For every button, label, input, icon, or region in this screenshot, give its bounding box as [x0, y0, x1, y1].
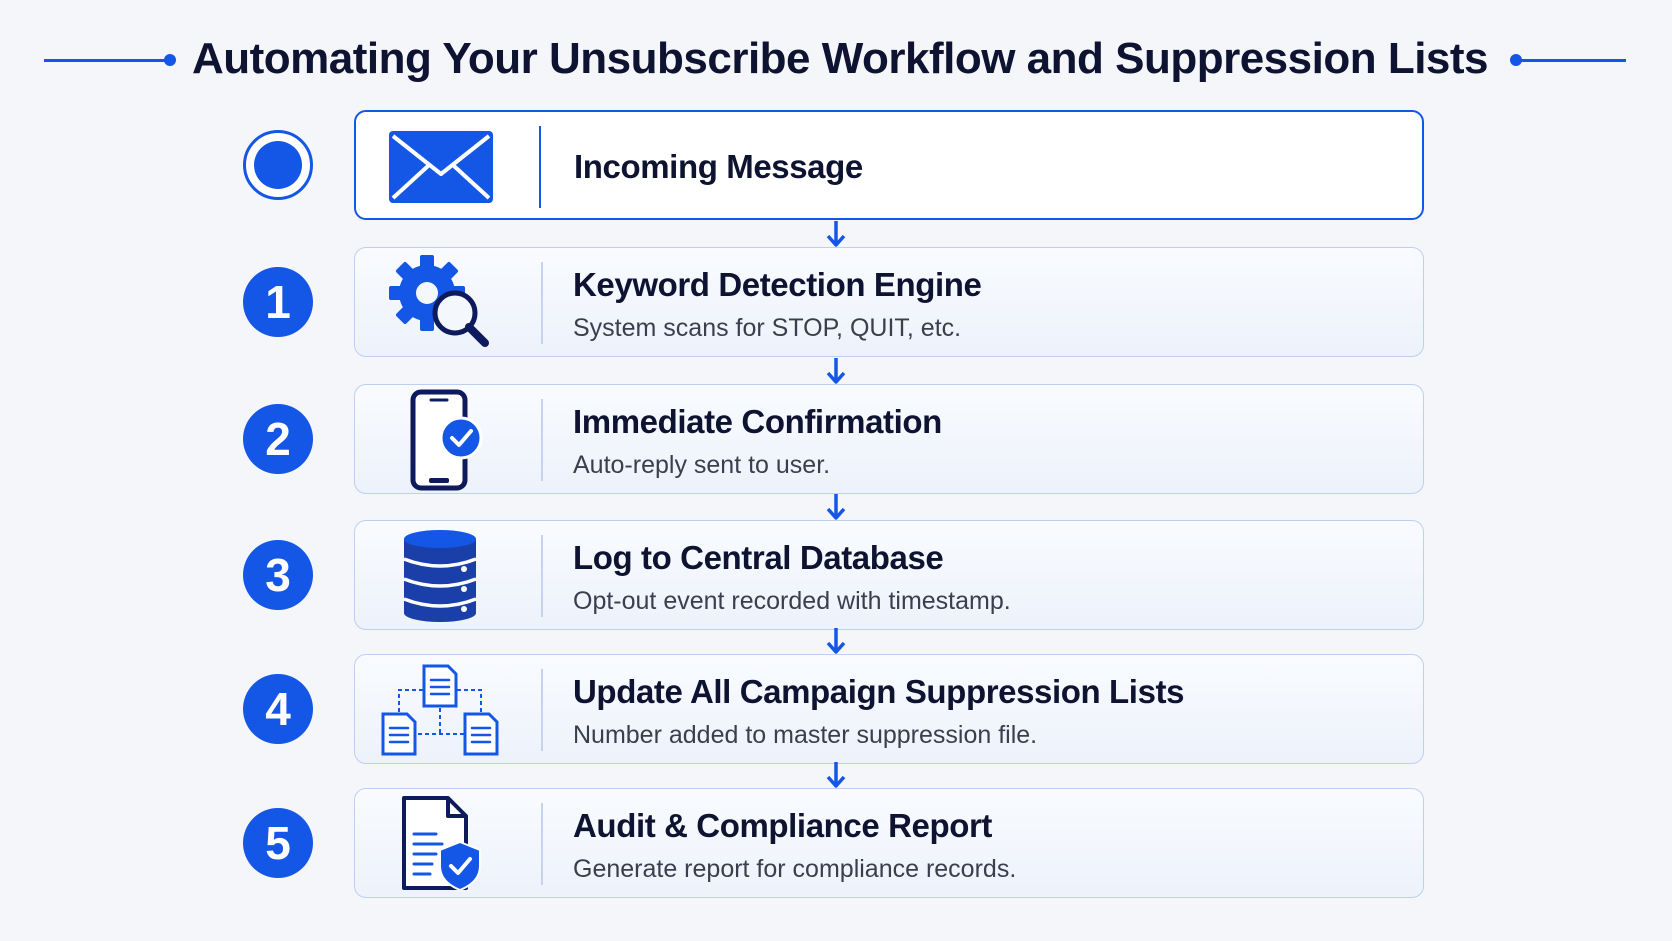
down-arrow-icon — [826, 762, 846, 788]
flow-step-5: 5 Audit & Compliance Report Generate rep… — [0, 788, 1672, 898]
document-network-icon — [375, 660, 505, 760]
gear-search-icon — [375, 253, 505, 353]
card-description: Auto-reply sent to user. — [573, 451, 831, 479]
step-number-badge: 2 — [243, 404, 313, 474]
flow-step-1: 1 — [0, 247, 1672, 357]
card-title: Audit & Compliance Report — [573, 807, 993, 844]
step-number-badge: 3 — [243, 540, 313, 610]
card-description: Generate report for compliance records. — [573, 855, 1017, 883]
card-description: System scans for STOP, QUIT, etc. — [573, 314, 962, 342]
card-divider — [541, 262, 543, 344]
card-divider — [541, 803, 543, 885]
title-rule-left — [44, 59, 170, 62]
card-divider — [541, 669, 543, 751]
down-arrow-icon — [826, 358, 846, 384]
start-marker-dot — [254, 141, 302, 189]
card-title: Update All Campaign Suppression Lists — [573, 673, 1185, 710]
card-title: Immediate Confirmation — [573, 403, 942, 440]
phone-check-icon — [375, 389, 505, 491]
envelope-icon — [376, 117, 506, 217]
down-arrow-icon — [826, 221, 846, 247]
down-arrow-icon — [826, 628, 846, 654]
flow-card-incoming-message: Incoming Message — [354, 110, 1424, 220]
flow-step-3: 3 Log to Central Database Opt-out event … — [0, 520, 1672, 630]
flow-card-keyword-detection: Keyword Detection Engine System scans fo… — [354, 247, 1424, 357]
card-title: Log to Central Database — [573, 539, 944, 576]
title-row: Automating Your Unsubscribe Workflow and… — [0, 30, 1672, 90]
flow-step-start: Incoming Message — [0, 110, 1672, 220]
flow-step-2: 2 Immediate Confirmation Auto-reply sent… — [0, 384, 1672, 494]
page-title: Automating Your Unsubscribe Workflow and… — [191, 34, 1489, 83]
start-marker — [243, 130, 313, 200]
card-description: Number added to master suppression file. — [573, 721, 1038, 749]
title-dot-right — [1510, 54, 1522, 66]
card-divider — [539, 126, 541, 208]
down-arrow-icon — [826, 494, 846, 520]
flow-card-immediate-confirmation: Immediate Confirmation Auto-reply sent t… — [354, 384, 1424, 494]
card-description: Opt-out event recorded with timestamp. — [573, 587, 1011, 615]
title-rule-right — [1520, 59, 1626, 62]
title-dot-left — [164, 54, 176, 66]
report-shield-icon — [375, 794, 505, 894]
card-divider — [541, 535, 543, 617]
card-divider — [541, 399, 543, 481]
step-number-badge: 1 — [243, 267, 313, 337]
step-number-badge: 4 — [243, 674, 313, 744]
card-title: Incoming Message — [574, 148, 863, 185]
flow-step-4: 4 — [0, 654, 1672, 764]
card-title: Keyword Detection Engine — [573, 266, 982, 303]
flow-card-central-database: Log to Central Database Opt-out event re… — [354, 520, 1424, 630]
flow-card-audit-report: Audit & Compliance Report Generate repor… — [354, 788, 1424, 898]
flow-card-suppression-lists: Update All Campaign Suppression Lists Nu… — [354, 654, 1424, 764]
step-number-badge: 5 — [243, 808, 313, 878]
database-icon — [375, 526, 505, 626]
